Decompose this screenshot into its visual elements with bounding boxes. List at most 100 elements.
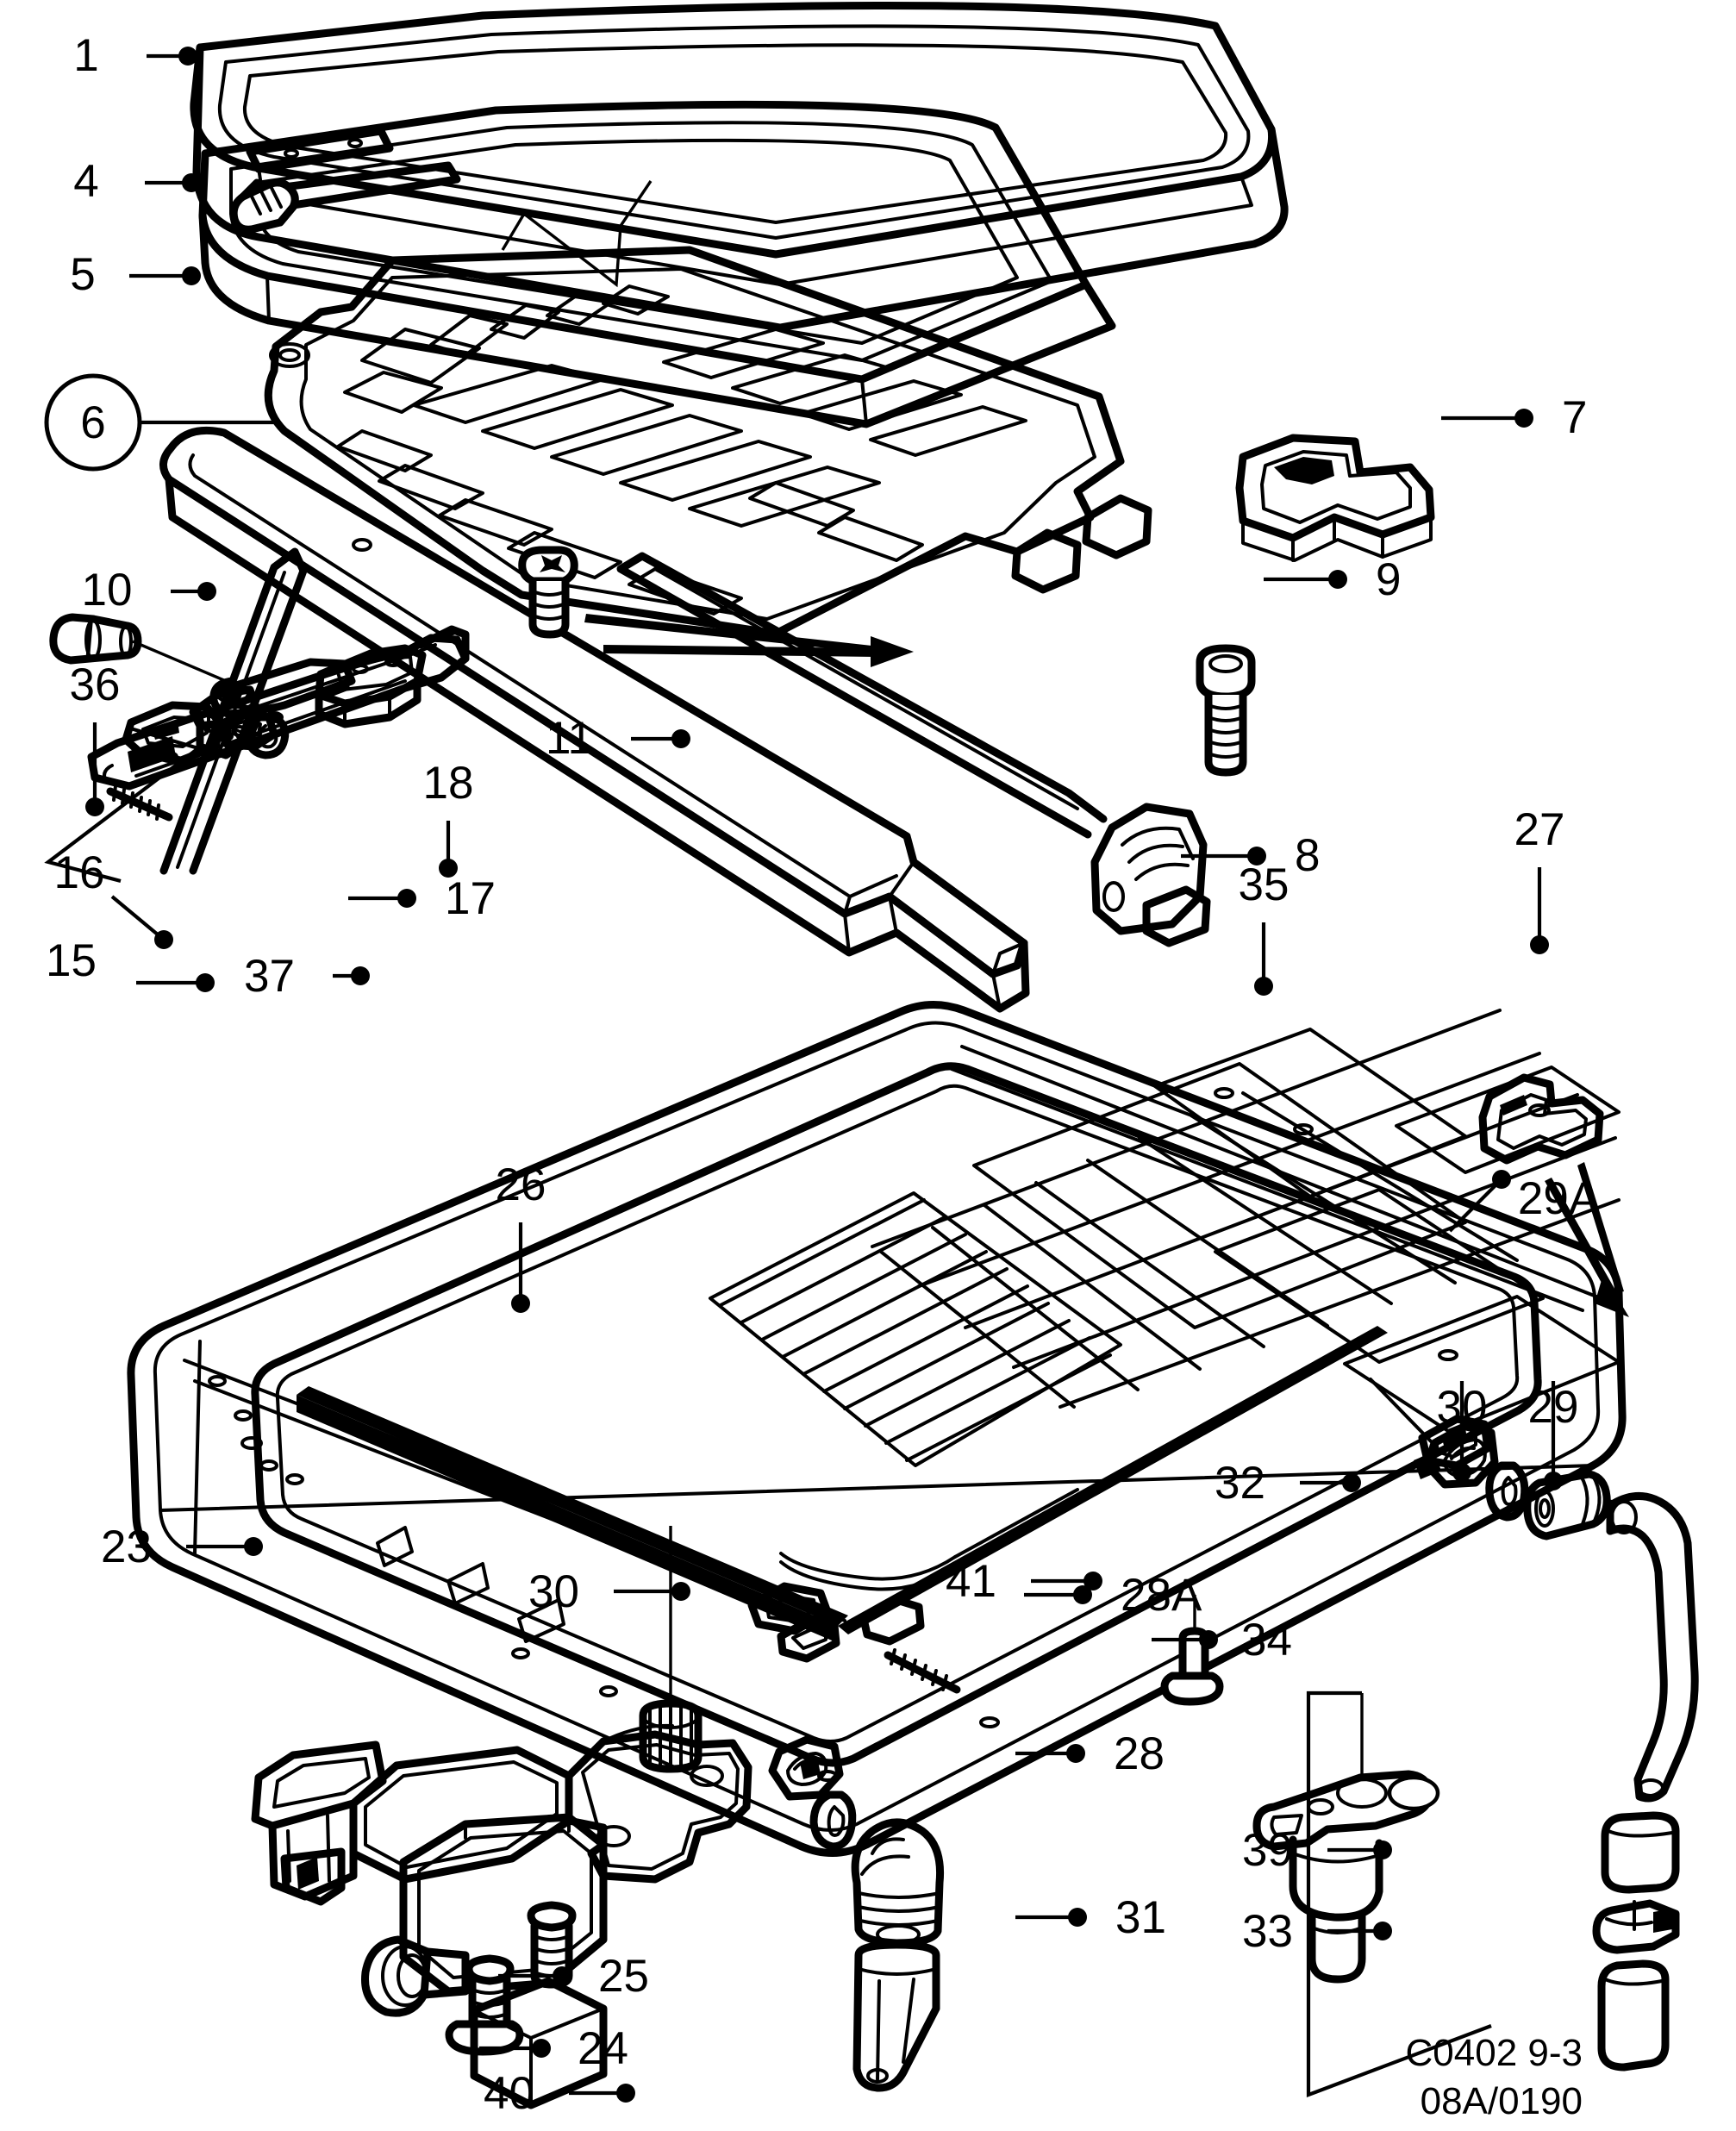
callout-label-27: 27 xyxy=(1514,804,1565,855)
callout-29A: 29A xyxy=(1448,1170,1600,1233)
part-drain-corner-piece xyxy=(1478,1073,1629,1317)
part-motor-screw-upper xyxy=(527,1901,577,1989)
callout-30b: 30 xyxy=(528,1566,690,1617)
callout-30: 30 xyxy=(1437,1381,1488,1482)
leader-dot xyxy=(671,729,690,748)
part-sunroof-panel xyxy=(264,246,1152,638)
callout-label-31: 31 xyxy=(1115,1892,1166,1943)
leader-dot xyxy=(1452,1463,1471,1482)
leader-dot xyxy=(511,1294,530,1313)
callout-36: 36 xyxy=(70,659,120,816)
callout-label-26: 26 xyxy=(496,1159,546,1210)
leader-dot xyxy=(351,966,370,985)
callout-label-41: 41 xyxy=(946,1556,996,1607)
leader-line xyxy=(1448,1178,1503,1233)
callout-label-32: 32 xyxy=(1215,1458,1265,1509)
callout-label-35: 35 xyxy=(1239,859,1290,910)
callout-label-30b: 30 xyxy=(528,1566,579,1617)
caption-line-1: C0402 9-3 xyxy=(1406,2032,1583,2074)
leader-dot xyxy=(397,889,416,908)
callout-26: 26 xyxy=(496,1159,546,1313)
callout-29: 29 xyxy=(1528,1381,1579,1490)
callout-37: 37 xyxy=(244,951,370,1002)
part-lifting-arm-rail xyxy=(87,547,470,875)
part-lifting-bracket xyxy=(315,644,427,728)
part-sunroof-motor xyxy=(251,1526,752,2017)
part-hose-clamp-lower xyxy=(768,1735,844,1801)
part-drain-valve xyxy=(1252,1690,1492,2098)
leader-dot xyxy=(196,973,215,992)
leader-dot xyxy=(197,582,216,601)
callout-label-37: 37 xyxy=(244,951,295,1002)
callout-label-33: 33 xyxy=(1242,1906,1293,1957)
part-pivot-pin xyxy=(49,613,227,683)
leader-dot xyxy=(1066,1744,1085,1763)
part-hex-bolt xyxy=(1196,644,1256,777)
callout-31: 31 xyxy=(1015,1892,1166,1943)
callout-label-16: 16 xyxy=(54,847,105,898)
callout-34: 34 xyxy=(1152,1615,1292,1665)
part-hose-connector xyxy=(1592,1899,1680,2072)
callout-41: 41 xyxy=(946,1556,1102,1607)
callout-label-34: 34 xyxy=(1241,1615,1292,1665)
callout-label-39: 39 xyxy=(1242,1825,1293,1876)
leader-dot xyxy=(439,859,458,878)
leader-line xyxy=(110,895,165,941)
leader-dot xyxy=(1514,409,1533,428)
callout-label-4: 4 xyxy=(73,156,98,207)
caption-line-2: 08A/0190 xyxy=(1421,2080,1583,2122)
callout-35: 35 xyxy=(1239,859,1290,996)
callout-label-29: 29 xyxy=(1528,1382,1579,1433)
part-stud-screw xyxy=(1160,1595,1224,1706)
leader-dot xyxy=(1530,935,1549,954)
leader-dot xyxy=(182,266,201,285)
callout-label-40: 40 xyxy=(484,2068,534,2119)
part-hose-clamp xyxy=(1414,1422,1499,1489)
leader-dot xyxy=(1373,1840,1392,1859)
part-drain-tube xyxy=(852,1940,940,2092)
callout-18: 18 xyxy=(423,758,474,878)
leader-dot xyxy=(85,797,104,816)
leader-dot xyxy=(244,1537,263,1556)
callout-label-29A: 29A xyxy=(1518,1173,1600,1224)
leader-dot xyxy=(1342,1473,1361,1492)
part-drain-hose xyxy=(1606,1492,1699,1803)
leader-dot xyxy=(1328,570,1347,589)
leader-dot xyxy=(1199,1630,1218,1649)
leader-dot xyxy=(1492,1170,1511,1189)
callout-label-9: 9 xyxy=(1376,554,1401,605)
callout-label-5: 5 xyxy=(70,249,95,300)
leader-dot xyxy=(1083,1572,1102,1590)
callout-25: 25 xyxy=(498,1951,649,2002)
leader-dot xyxy=(178,47,197,66)
leader-dot xyxy=(616,2084,635,2103)
callout-8: 8 xyxy=(1181,830,1320,881)
callout-label-30: 30 xyxy=(1437,1382,1488,1433)
part-o-ring-lower xyxy=(809,1790,857,1851)
leader-dot xyxy=(532,2039,551,2058)
leader-dot xyxy=(182,173,201,192)
callout-label-7: 7 xyxy=(1562,392,1587,443)
callout-17: 17 xyxy=(348,873,496,924)
callout-23: 23 xyxy=(101,1522,263,1572)
callout-40: 40 xyxy=(484,2068,635,2119)
callout-33: 33 xyxy=(1242,1906,1392,1957)
callout-label-24: 24 xyxy=(578,2023,628,2074)
leader-dot xyxy=(553,1966,571,1985)
part-guide-assembly xyxy=(44,701,278,884)
leader-dot xyxy=(154,930,173,949)
callout-9: 9 xyxy=(1264,554,1401,605)
callout-label-23: 23 xyxy=(101,1522,152,1572)
callout-1: 1 xyxy=(73,30,197,81)
callout-label-18: 18 xyxy=(423,758,474,809)
callout-4: 4 xyxy=(73,156,201,207)
leader-dot xyxy=(1254,977,1273,996)
leader-dot xyxy=(1544,1472,1563,1490)
part-o-ring xyxy=(1485,1461,1529,1522)
part-guide-block xyxy=(1235,434,1435,562)
part-frame-screw xyxy=(229,178,299,234)
part-slide-guide xyxy=(616,552,1211,947)
callout-label-15: 15 xyxy=(46,935,97,986)
